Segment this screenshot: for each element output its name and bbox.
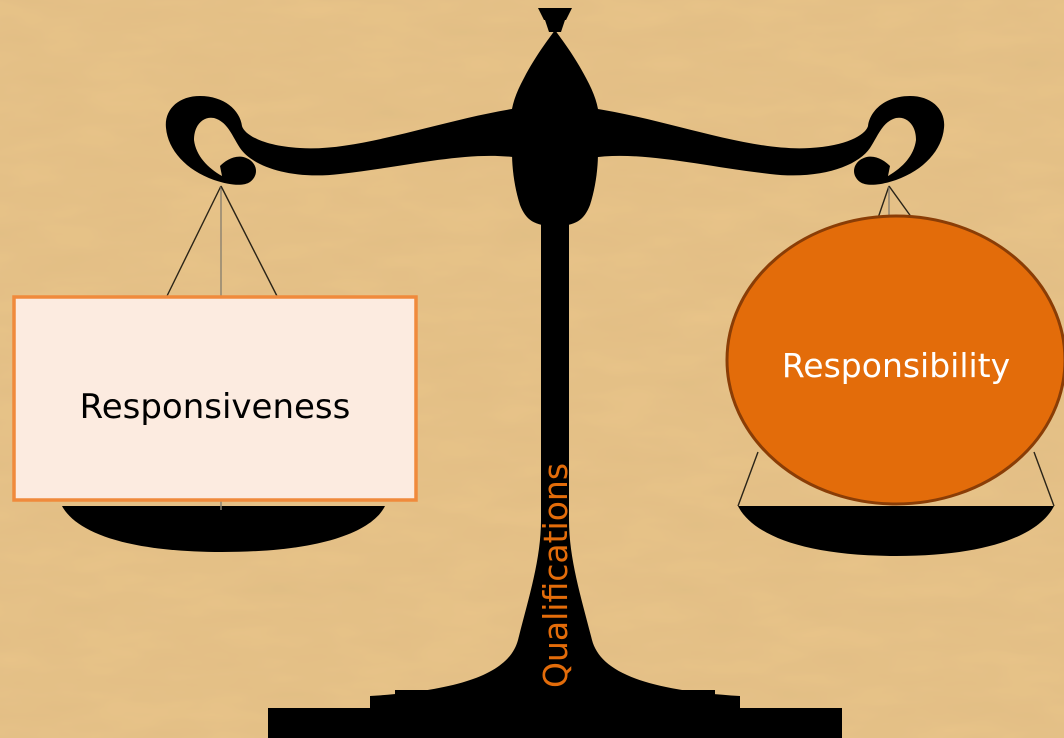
left-pan (62, 506, 385, 552)
responsibility-ellipse (725, 214, 1064, 506)
base-bottom (268, 708, 842, 738)
right-pan-strings (737, 185, 1055, 507)
responsibility-circle: Responsibility (725, 214, 1064, 506)
beam-right-arm (590, 96, 945, 185)
left-string-inner (220, 185, 279, 299)
responsibility-label: Responsibility (782, 346, 1010, 385)
base-top (395, 690, 715, 708)
responsiveness-box: Responsiveness (12, 295, 418, 502)
finial-bulb (511, 30, 599, 130)
beam-hub (512, 128, 598, 226)
right-string-left-top (877, 185, 890, 219)
pillar (370, 220, 740, 710)
right-pan (738, 506, 1054, 556)
beam-left-arm (165, 96, 521, 185)
responsiveness-label: Responsiveness (80, 387, 351, 427)
finial-neck (545, 20, 565, 32)
responsiveness-box-rect (12, 295, 418, 502)
scale-silhouette (62, 8, 1054, 738)
right-string-right-top (888, 185, 913, 219)
qualifications-label: Qualifications (536, 463, 575, 688)
finial-cap (538, 8, 572, 20)
right-string-right-low (1033, 451, 1055, 507)
right-string-left-low (737, 451, 759, 507)
left-string-outer (165, 185, 222, 299)
